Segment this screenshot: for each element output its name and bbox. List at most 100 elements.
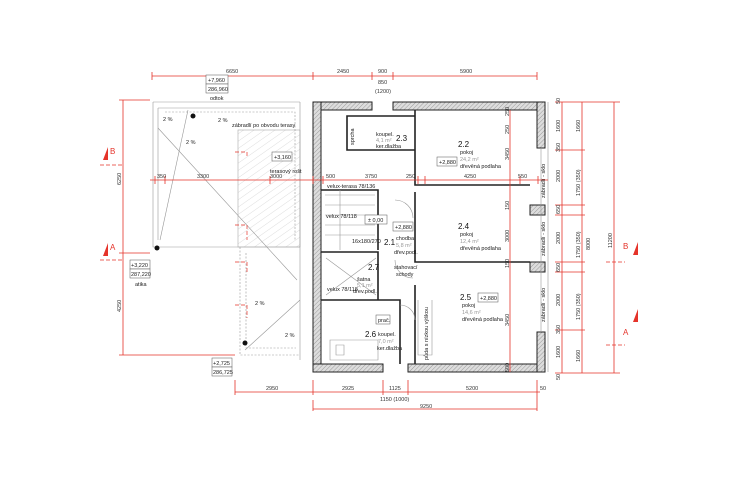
room-floor: ker.dlažba — [376, 144, 402, 150]
dim: 500 — [326, 174, 335, 180]
dim: 4250 — [117, 300, 123, 312]
dim: 3000 — [270, 174, 282, 180]
dim: 3000 — [505, 230, 511, 242]
dim: 5900 — [460, 69, 472, 75]
note: půda s nízkou výškou — [423, 307, 430, 360]
note: zábradlí po obvodu terasy — [232, 123, 296, 129]
level-value: +3,220 — [131, 263, 148, 269]
dim: 550 — [518, 174, 527, 180]
level-note: atika — [135, 282, 148, 288]
dim: 250 — [505, 107, 511, 116]
slope: 2 % — [218, 118, 228, 124]
dim: 1600 — [556, 346, 562, 358]
dim: 3300 — [197, 174, 209, 180]
dim: (1200) — [375, 89, 391, 95]
terrace-outline — [152, 101, 301, 360]
level-note: odtok — [210, 96, 224, 102]
drain-point — [190, 113, 196, 119]
level-value: 286,960 — [208, 87, 228, 93]
dim: 1750 (350) — [576, 231, 582, 258]
room-area: 24,2 m² — [460, 157, 479, 163]
dim: 3450 — [505, 148, 511, 160]
level-value: ± 0,00 — [368, 218, 383, 224]
room-2-7: 2.7 šatna 5,1 m² dřev.podl. — [353, 263, 380, 295]
walls — [312, 101, 549, 373]
room-number: 2.6 — [365, 330, 377, 339]
room-number: 2.4 — [458, 222, 470, 231]
dim: 250 — [505, 125, 511, 134]
room-floor: ker.dlažba — [377, 346, 403, 352]
dim: 2450 — [337, 69, 349, 75]
dimension-labels: 6650 2450 900 850 (1200) 5900 350 3300 3… — [117, 69, 614, 410]
dim: 2000 — [556, 294, 562, 306]
section-mark-a: A — [110, 243, 116, 252]
slope-labels: 2 % 2 % 2 % 2 % 2 % — [163, 117, 295, 339]
level-tags: +7,960 286,960 odtok +3,220 287,220 atik… — [129, 74, 499, 377]
dim: 3750 — [365, 174, 377, 180]
section-mark-b: B — [623, 242, 628, 251]
level-value: +2,725 — [213, 361, 230, 367]
dim: 8000 — [586, 238, 592, 250]
level-note: terasový rošt — [270, 169, 302, 175]
dim: 5200 — [466, 386, 478, 392]
dim: 1125 — [389, 386, 401, 392]
room-area: 7,0 m² — [378, 339, 394, 345]
slope: 2 % — [186, 140, 196, 146]
dim: 650 — [556, 205, 562, 214]
slope: 2 % — [285, 333, 295, 339]
dim: 850 — [378, 80, 387, 86]
room-area: 4,1 m² — [376, 138, 392, 144]
staircase — [325, 190, 433, 361]
room-floor: dřevěná podlaha — [462, 317, 504, 323]
level-value: +3,160 — [274, 155, 291, 161]
dim: 150 — [505, 259, 511, 268]
note: velux 78/118 — [326, 214, 357, 220]
dim: 350 — [157, 174, 166, 180]
room-2-6: 2.6 koupel. 7,0 m² ker.dlažba — [365, 330, 403, 352]
section-markers: B A B A — [103, 147, 638, 337]
room-name: šatna — [357, 277, 371, 283]
dimension-lines — [100, 72, 625, 411]
room-number: 2.3 — [396, 134, 408, 143]
dim: 350 — [556, 143, 562, 152]
room-number: 2.5 — [460, 293, 472, 302]
room-2-4: 2.4 pokoj 12,4 m² dřevěná podlaha — [458, 222, 502, 252]
note: velux 78/118 — [327, 287, 358, 293]
dim: 500 — [505, 363, 511, 372]
dim: 50 — [556, 98, 562, 104]
dim: 650 — [556, 263, 562, 272]
note: zábradlí - sklo — [541, 222, 547, 256]
dim: 50 — [556, 374, 562, 380]
room-floor: dřevěná podlaha — [460, 164, 502, 170]
drain-point — [242, 340, 248, 346]
note: stahovací — [394, 265, 418, 271]
room-2-3: 2.3 koupel. 4,1 m² ker.dlažba — [376, 132, 408, 150]
room-floor: dřev.podl. — [394, 250, 418, 256]
level-value: 287,220 — [131, 272, 151, 278]
room-2-1: 2.1 chodba 5,8 m² dřev.podl. — [384, 236, 418, 256]
dim: 2950 — [266, 386, 278, 392]
dim: 9250 — [420, 404, 432, 410]
dim: 900 — [378, 69, 387, 75]
level-value: +2,880 — [480, 296, 497, 302]
dim: 11200 — [608, 233, 614, 248]
dim: 1600 — [556, 120, 562, 132]
level-value: +2,880 — [439, 160, 456, 166]
room-name: chodba — [396, 236, 415, 242]
note: 16x180/270 — [352, 239, 381, 245]
note: zábradlí - sklo — [541, 288, 547, 322]
room-area: 14,6 m² — [462, 310, 481, 316]
note: velux-terasa 78/136 — [327, 184, 375, 190]
dim: 6650 — [226, 69, 238, 75]
room-number: 2.7 — [368, 263, 380, 272]
room-floor: dřev.podl. — [353, 289, 377, 295]
room-name: pokoj — [460, 232, 473, 238]
room-name: koupel. — [376, 132, 394, 138]
dim: 150 — [505, 201, 511, 210]
dim: 1750 (350) — [576, 169, 582, 196]
level-value: 286,725 — [213, 370, 233, 376]
note: schody — [396, 272, 414, 278]
note: prač. — [378, 318, 391, 324]
room-number: 2.1 — [384, 238, 396, 247]
